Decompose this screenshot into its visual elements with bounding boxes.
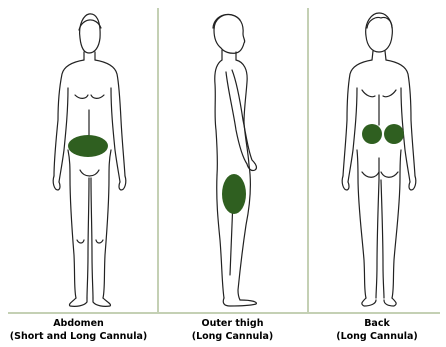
back-site-marker-right: [384, 124, 404, 144]
back-caption-title: Back: [308, 317, 446, 330]
back-caption-subtitle: (Long Cannula): [308, 330, 446, 343]
abdomen-caption-title: Abdomen: [0, 317, 157, 330]
outer-thigh-site-marker: [222, 174, 246, 214]
outer-thigh-caption-title: Outer thigh: [158, 317, 307, 330]
outer-thigh-caption: Outer thigh (Long Cannula): [158, 317, 307, 345]
outer-thigh-caption-subtitle: (Long Cannula): [158, 330, 307, 343]
abdomen-caption: Abdomen (Short and Long Cannula): [0, 317, 157, 345]
front-body-figure: [53, 14, 126, 306]
back-site-marker-left: [362, 124, 382, 144]
back-caption: Back (Long Cannula): [308, 317, 446, 345]
abdomen-site-marker: [68, 135, 108, 157]
back-body-figure: [342, 13, 416, 306]
abdomen-caption-subtitle: (Short and Long Cannula): [0, 330, 157, 343]
side-body-figure: [213, 14, 256, 306]
